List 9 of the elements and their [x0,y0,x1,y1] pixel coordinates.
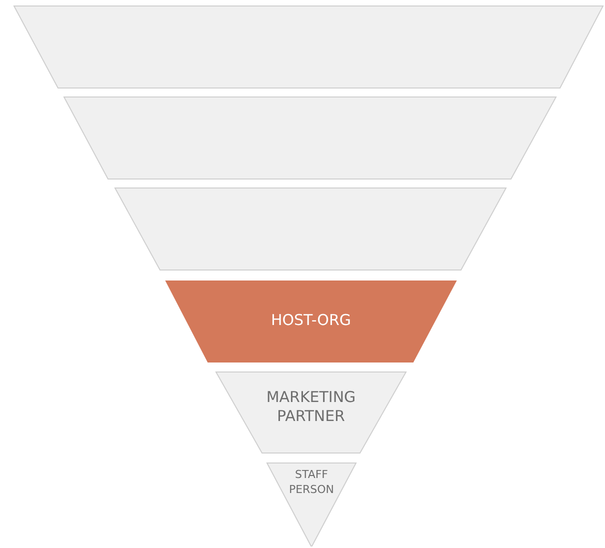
funnel-band [216,372,406,453]
band-label: MARKETING PARTNER [265,388,357,426]
funnel-band [14,6,603,88]
band-label: STAFF PERSON [288,467,336,497]
funnel-band [267,463,356,546]
funnel-band [115,188,506,270]
funnel-band [166,281,456,362]
funnel-band [64,97,556,179]
band-label: HOST-ORG [270,310,352,330]
